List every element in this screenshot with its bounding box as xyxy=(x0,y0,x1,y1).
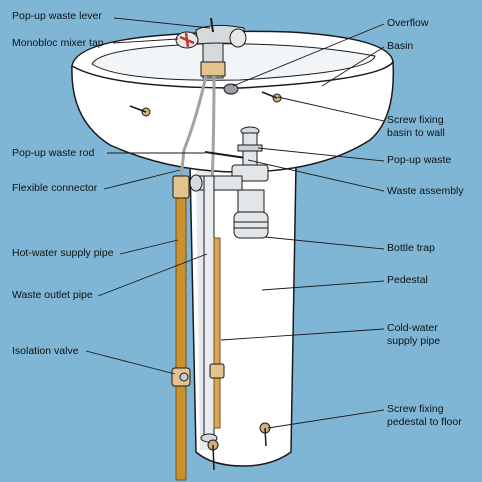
label-overflow: Overflow xyxy=(387,17,429,29)
isolation-valve-shape xyxy=(171,363,225,387)
waste-outlet-pipe xyxy=(203,175,215,437)
popup-waste-assembly xyxy=(189,126,269,192)
label-screw-fixing-basin: Screw fixing basin to wall xyxy=(387,114,445,139)
label-bottle-trap: Bottle trap xyxy=(387,242,435,254)
basin-inner xyxy=(91,43,376,81)
mixer-tap xyxy=(175,17,247,79)
popup-waste-rod xyxy=(204,151,247,159)
label-basin: Basin xyxy=(387,40,414,52)
flexible-connector-hot xyxy=(179,75,208,179)
overflow-hole xyxy=(223,83,239,95)
cold-water-pipe xyxy=(213,237,221,429)
leader-lines xyxy=(85,17,385,429)
label-flexible-connector: Flexible connector xyxy=(12,182,98,194)
label-waste-outlet-pipe: Waste outlet pipe xyxy=(12,289,93,301)
basin-screw-left xyxy=(129,105,151,117)
floor-screw-left xyxy=(207,439,219,471)
hot-water-pipe xyxy=(175,195,187,481)
label-popup-waste: Pop-up waste xyxy=(387,154,452,166)
label-popup-waste-rod: Pop-up waste rod xyxy=(12,147,95,159)
label-waste-assembly: Waste assembly xyxy=(387,185,464,197)
label-popup-waste-lever: Pop-up waste lever xyxy=(12,10,102,22)
label-pedestal: Pedestal xyxy=(387,274,428,286)
label-hot-water-supply-pipe: Hot-water supply pipe xyxy=(12,247,114,259)
label-cold-water-supply-pipe: Cold-water supply pipe xyxy=(387,322,441,347)
label-monobloc-mixer-tap: Monobloc mixer tap xyxy=(12,37,104,49)
bottle-trap-shape xyxy=(233,189,269,239)
label-isolation-valve: Isolation valve xyxy=(12,345,79,357)
label-screw-fixing-pedestal: Screw fixing pedestal to floor xyxy=(387,403,462,428)
